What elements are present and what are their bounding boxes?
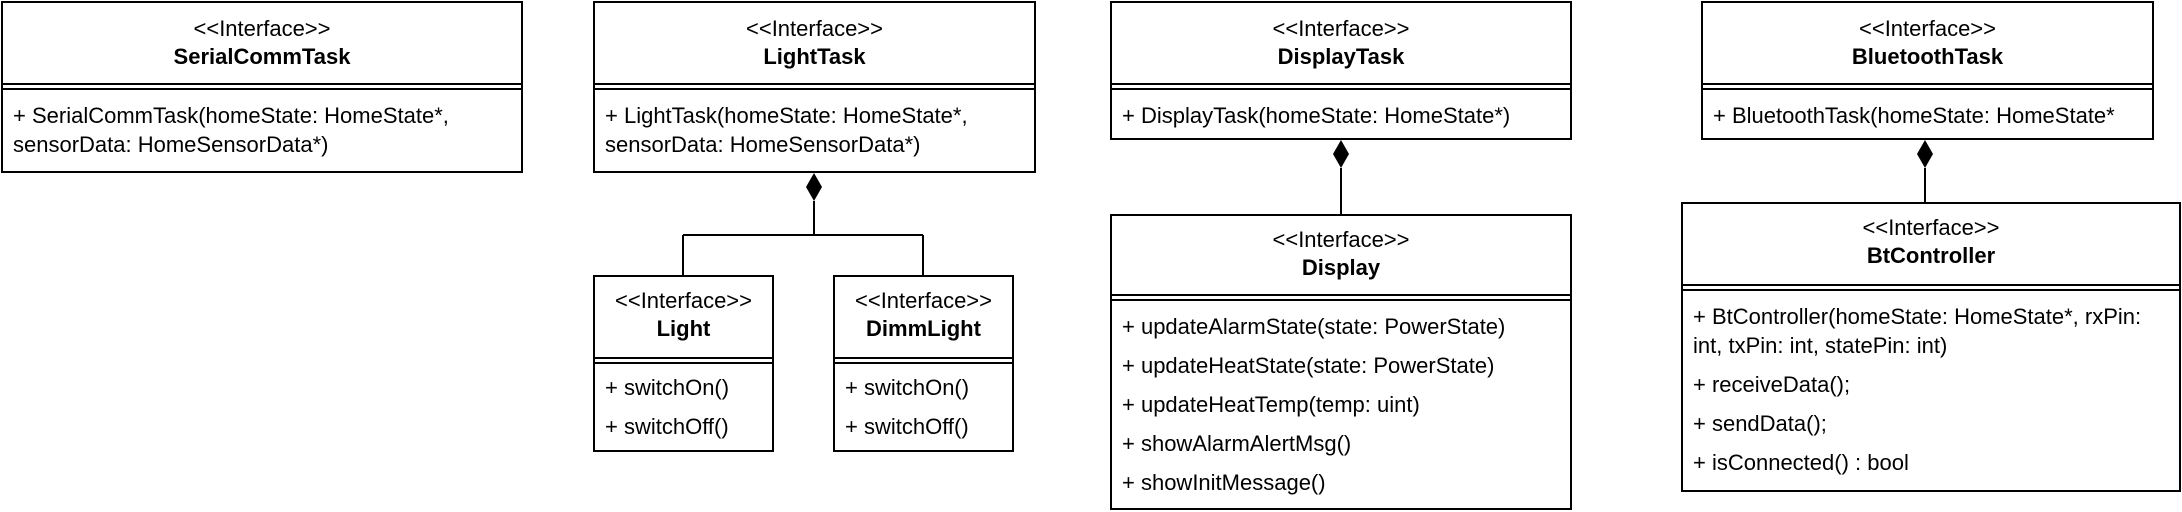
stereotype-label: <<Interface>> xyxy=(193,16,331,41)
operation: + switchOn() xyxy=(605,375,730,400)
operation: + LightTask(homeState: HomeState*, senso… xyxy=(605,103,968,157)
composition-diamond xyxy=(806,173,822,201)
class-btcontroller: <<Interface>> BtController + BtControlle… xyxy=(1681,202,2181,492)
composition-diamond xyxy=(1917,140,1933,168)
section-divider xyxy=(595,357,772,364)
composition-lighttask-children xyxy=(682,173,924,275)
stereotype-label: <<Interface>> xyxy=(1859,16,1996,41)
composition-displaytask-display xyxy=(1333,140,1349,214)
operation: + BluetoothTask(homeState: HomeState* xyxy=(1713,103,2115,128)
class-name: LightTask xyxy=(763,44,866,69)
stereotype-label: <<Interface>> xyxy=(1272,227,1410,252)
operation: + updateHeatState(state: PowerState) xyxy=(1122,353,1495,378)
class-name: SerialCommTask xyxy=(173,44,351,69)
section-divider xyxy=(1683,284,2179,291)
class-name: DisplayTask xyxy=(1277,44,1405,69)
composition-bluetoothtask-btcontroller xyxy=(1917,140,1933,202)
operation: + showAlarmAlertMsg() xyxy=(1122,431,1352,456)
operation: + showInitMessage() xyxy=(1122,470,1326,495)
class-name: BtController xyxy=(1866,243,1996,268)
class-light: <<Interface>> Light + switchOn() + switc… xyxy=(593,275,774,452)
class-display: <<Interface>> Display + updateAlarmState… xyxy=(1110,214,1572,510)
operation: + switchOn() xyxy=(845,375,970,400)
section-divider xyxy=(1112,294,1570,301)
stereotype-label: <<Interface>> xyxy=(1862,215,2000,240)
class-name: Display xyxy=(1301,255,1381,280)
section-divider xyxy=(1703,83,2152,90)
stereotype-label: <<Interface>> xyxy=(615,288,752,313)
stereotype-label: <<Interface>> xyxy=(855,288,992,313)
stereotype-label: <<Interface>> xyxy=(746,16,883,41)
operation: + isConnected() : bool xyxy=(1693,450,1909,475)
class-name: Light xyxy=(656,316,711,341)
operation: + updateAlarmState(state: PowerState) xyxy=(1122,314,1506,339)
composition-diamond xyxy=(1333,140,1349,168)
operation: + SerialCommTask(homeState: HomeState*, … xyxy=(13,103,449,157)
operation: + switchOff() xyxy=(605,414,729,439)
class-serialcommtask: <<Interface>> SerialCommTask + SerialCom… xyxy=(1,1,523,173)
section-divider xyxy=(835,357,1012,364)
class-dimmlight: <<Interface>> DimmLight + switchOn() + s… xyxy=(833,275,1014,452)
section-divider xyxy=(595,83,1034,90)
operation: + BtController(homeState: HomeState*, rx… xyxy=(1693,304,2142,358)
operation: + receiveData(); xyxy=(1693,372,1851,397)
operation: + DisplayTask(homeState: HomeState*) xyxy=(1122,103,1511,128)
class-name: DimmLight xyxy=(866,316,981,341)
class-lighttask: <<Interface>> LightTask + LightTask(home… xyxy=(593,1,1036,173)
section-divider xyxy=(3,83,521,90)
operation: + switchOff() xyxy=(845,414,969,439)
class-bluetoothtask: <<Interface>> BluetoothTask + BluetoothT… xyxy=(1701,1,2154,140)
class-displaytask: <<Interface>> DisplayTask + DisplayTask(… xyxy=(1110,1,1572,140)
operation: + sendData(); xyxy=(1693,411,1827,436)
stereotype-label: <<Interface>> xyxy=(1272,16,1410,41)
section-divider xyxy=(1112,83,1570,90)
operation: + updateHeatTemp(temp: uint) xyxy=(1122,392,1420,417)
class-name: BluetoothTask xyxy=(1851,44,2004,69)
